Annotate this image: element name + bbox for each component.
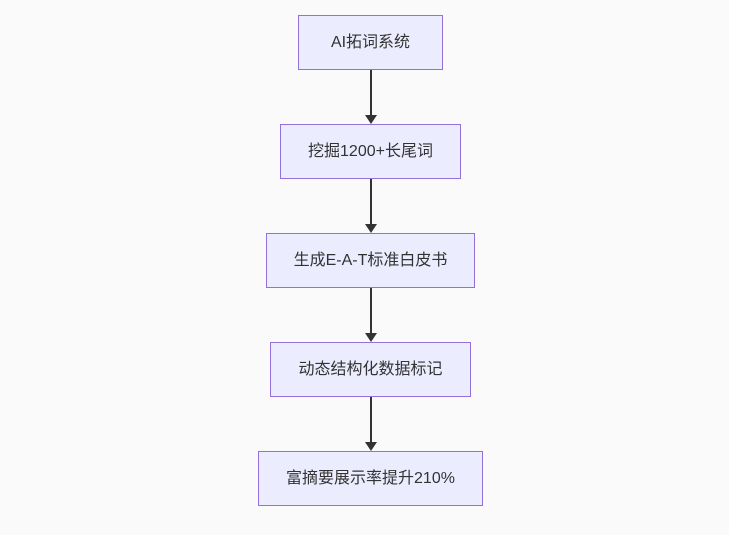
flow-node-longtail-mining: 挖掘1200+长尾词 bbox=[280, 124, 461, 179]
arrow-edge-3 bbox=[364, 288, 377, 342]
arrowhead-down-icon bbox=[364, 333, 377, 342]
arrow-line bbox=[369, 288, 372, 333]
flow-node-eat-whitepaper: 生成E-A-T标准白皮书 bbox=[265, 233, 476, 288]
arrow-edge-1 bbox=[364, 70, 377, 124]
arrow-edge-2 bbox=[364, 179, 377, 233]
arrow-line bbox=[369, 397, 372, 442]
arrowhead-down-icon bbox=[364, 115, 377, 124]
flow-node-ai-word-expansion: AI拓词系统 bbox=[298, 15, 443, 70]
arrow-edge-4 bbox=[364, 397, 377, 451]
arrow-line bbox=[369, 179, 372, 224]
arrowhead-down-icon bbox=[364, 442, 377, 451]
flow-node-structured-data-markup: 动态结构化数据标记 bbox=[270, 342, 471, 397]
arrowhead-down-icon bbox=[364, 224, 377, 233]
arrow-line bbox=[369, 70, 372, 115]
flow-node-rich-snippet-result: 富摘要展示率提升210% bbox=[258, 451, 483, 506]
flowchart: AI拓词系统 挖掘1200+长尾词 生成E-A-T标准白皮书 动态结构化数据标记… bbox=[6, 15, 729, 506]
